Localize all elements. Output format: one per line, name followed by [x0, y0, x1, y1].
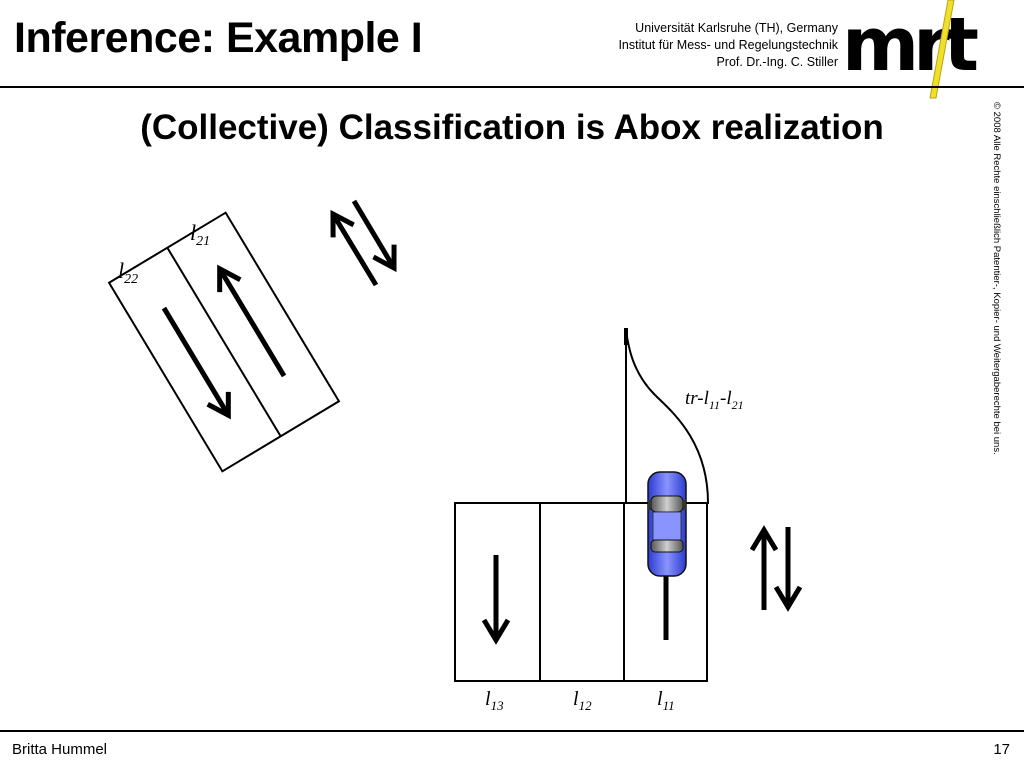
logo-text: mrt [842, 2, 978, 88]
mrt-logo: mrt [842, 0, 984, 99]
footer-rule [0, 730, 1024, 732]
affiliation-university: Universität Karlsruhe (TH), Germany [635, 21, 838, 35]
lane-l21-arrow-up [217, 264, 287, 378]
direction-symbol-rotated [330, 199, 397, 287]
bottom-lanes [454, 502, 708, 682]
header-rule [0, 86, 1024, 88]
affiliation-professor: Prof. Dr.-Ing. C. Stiller [716, 55, 838, 69]
lane-label-l12: l12 [573, 688, 592, 713]
lane-label-l22: l22 [118, 258, 138, 287]
car-icon [647, 471, 687, 577]
transition-curve [625, 328, 710, 504]
slide-subtitle: (Collective) Classification is Abox real… [140, 108, 884, 147]
lane-l22-arrow-down [161, 306, 231, 420]
lane-label-l11: l11 [657, 688, 675, 713]
rotated-lane-divider [166, 247, 282, 437]
transition-label: tr-l11-l21 [685, 388, 744, 412]
rotated-lanes [107, 211, 341, 473]
slide-title: Inference: Example I [14, 14, 423, 62]
footer-author: Britta Hummel [12, 741, 108, 758]
affiliation: Universität Karlsruhe (TH), Germany Inst… [618, 20, 838, 71]
lane-label-l13: l13 [485, 688, 504, 713]
logo-stripe [929, 0, 955, 99]
page-number: 17 [993, 741, 1010, 758]
bottom-lane-outline [454, 502, 708, 682]
lane-label-l21: l21 [190, 220, 210, 249]
affiliation-institute: Institut für Mess- und Regelungstechnik [618, 38, 838, 52]
direction-symbol-vertical [749, 525, 803, 612]
